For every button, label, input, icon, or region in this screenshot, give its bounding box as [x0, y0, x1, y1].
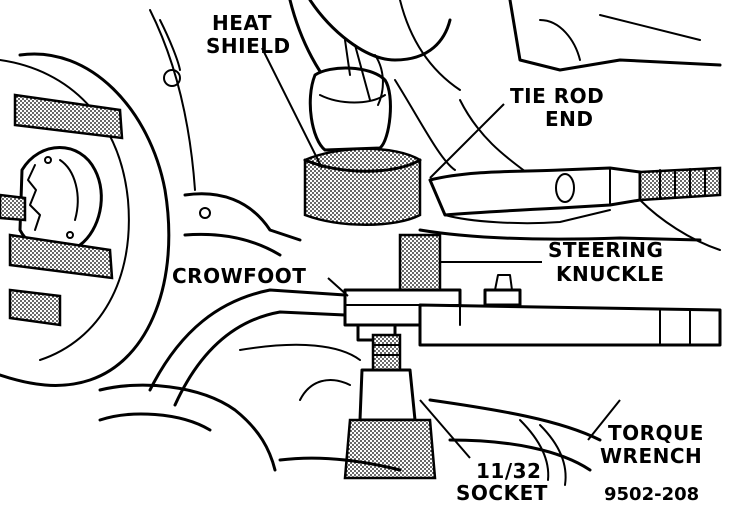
socket-extension — [343, 333, 437, 480]
tie-rod-end-label-line1: TIE ROD — [510, 84, 604, 108]
brake-rotor — [0, 9, 196, 387]
steering-knuckle-label-line1: STEERING — [548, 238, 663, 262]
steering-knuckle-label-line2: KNUCKLE — [556, 262, 665, 286]
torque-wrench-label-line1: TORQUE — [608, 421, 704, 445]
torque-wrench — [418, 274, 722, 347]
socket-label-line2: SOCKET — [456, 481, 548, 505]
tie-rod-end-label-line2: END — [545, 107, 594, 131]
wheel-studs — [0, 93, 124, 327]
wheel-hub — [18, 146, 103, 253]
torque-wrench-label-line2: WRENCH — [600, 444, 702, 468]
heat-shield — [303, 147, 422, 226]
hand-and-handle — [98, 288, 602, 486]
tie-rod-end — [428, 166, 722, 225]
leader-lines — [261, 47, 621, 459]
figure-id-label: 9502-208 — [604, 484, 699, 505]
ball-joint-boot — [308, 39, 392, 152]
heat-shield-label-line2: SHIELD — [206, 34, 291, 58]
steering-knuckle — [398, 199, 721, 292]
crowfoot-label: CROWFOOT — [172, 264, 306, 288]
socket-label-line1: 11/32 — [476, 459, 541, 483]
heat-shield-label-line1: HEAT — [212, 11, 272, 35]
